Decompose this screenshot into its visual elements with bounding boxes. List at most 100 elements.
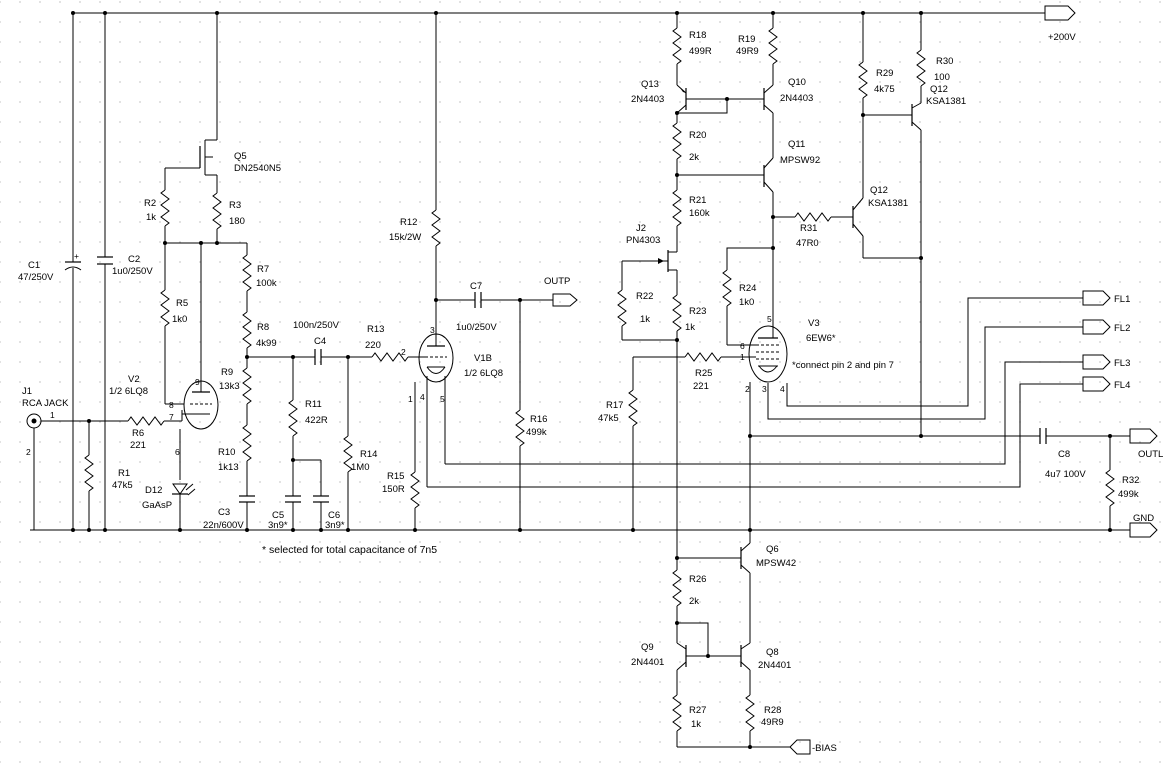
svg-text:C2: C2 (128, 254, 140, 265)
r3-resistor: R3 180 (212, 192, 245, 243)
r15-resistor: R15 150R (382, 471, 420, 530)
svg-text:499k: 499k (526, 427, 547, 438)
r28-resistor: R28 49R9 (745, 694, 784, 747)
r14-resistor: R14 1M0 (343, 357, 377, 530)
svg-text:4k75: 4k75 (874, 84, 895, 95)
svg-text:4u7 100V: 4u7 100V (1045, 469, 1086, 480)
svg-text:180: 180 (229, 216, 245, 227)
port-bias[interactable]: -BIAS (789, 739, 837, 755)
svg-text:Q5: Q5 (234, 151, 247, 162)
r7-r10-chain: R7 100k R8 4k99 R9 13k3 R10 1k13 (218, 243, 277, 496)
svg-text:R24: R24 (739, 283, 756, 294)
svg-text:49R9: 49R9 (761, 717, 784, 728)
svg-text:1/2 6LQ8: 1/2 6LQ8 (464, 368, 503, 379)
r17-resistor: R17 47k5 (598, 356, 685, 530)
port-plus200-label: +200V (1048, 32, 1076, 43)
r23-resistor: R23 1k (672, 294, 706, 543)
svg-text:47/250V: 47/250V (18, 272, 54, 283)
filament-wires (427, 297, 1083, 488)
svg-text:4: 4 (420, 392, 425, 402)
r13-resistor: R13 220 (365, 324, 419, 362)
svg-text:R3: R3 (229, 200, 241, 211)
svg-text:1k13: 1k13 (218, 462, 239, 473)
svg-text:6: 6 (740, 341, 745, 351)
svg-text:2N4403: 2N4403 (631, 94, 664, 105)
svg-text:422R: 422R (305, 415, 328, 426)
svg-text:221: 221 (130, 440, 146, 451)
svg-text:R11: R11 (305, 399, 322, 410)
svg-text:499k: 499k (1118, 489, 1139, 500)
r6-resistor: R6 221 (127, 410, 183, 451)
port-fl4[interactable]: FL4 (1082, 376, 1130, 392)
svg-text:*connect pin 2 and pin 7: *connect pin 2 and pin 7 (792, 360, 894, 371)
svg-text:C7: C7 (470, 281, 482, 292)
svg-text:2k: 2k (689, 152, 699, 163)
svg-text:47R0: 47R0 (796, 238, 819, 249)
port-outl[interactable]: OUTL (1129, 428, 1163, 460)
svg-text:J2: J2 (636, 223, 646, 234)
port-fl1[interactable]: FL1 (1082, 290, 1130, 306)
r20-resistor: R20 2k (672, 122, 706, 175)
port-outp[interactable]: OUTP (520, 276, 578, 307)
svg-text:6: 6 (175, 447, 180, 457)
svg-text:C8: C8 (1058, 449, 1070, 460)
svg-text:R15: R15 (387, 471, 404, 482)
svg-text:R28: R28 (764, 705, 781, 716)
c4-capacitor: C4 100n/250V (293, 320, 372, 365)
mirror-diode-wire (677, 99, 728, 114)
port-fl3[interactable]: FL3 (1082, 354, 1130, 370)
svg-text:150R: 150R (382, 484, 405, 495)
svg-text:R8: R8 (257, 322, 269, 333)
svg-text:1k: 1k (685, 322, 695, 333)
svg-text:R20: R20 (689, 130, 706, 141)
svg-text:22n/600V: 22n/600V (203, 520, 244, 531)
svg-text:499R: 499R (689, 46, 712, 57)
j2-jfet: J2 PN4303 (622, 223, 678, 295)
port-gnd-label: GND (1133, 513, 1154, 524)
svg-text:R9: R9 (221, 367, 233, 378)
port-bias-label: -BIAS (812, 743, 837, 754)
svg-text:8: 8 (169, 400, 174, 410)
r21-resistor: R21 160k (672, 175, 710, 248)
svg-text:1u0/250V: 1u0/250V (456, 322, 497, 333)
svg-text:V3: V3 (808, 318, 820, 329)
svg-text:R29: R29 (876, 68, 893, 79)
svg-text:KSA1381: KSA1381 (868, 198, 908, 209)
svg-text:15k/2W: 15k/2W (389, 232, 421, 243)
port-fl3-label: FL3 (1114, 358, 1130, 369)
svg-text:R5: R5 (176, 298, 188, 309)
svg-text:47k5: 47k5 (112, 480, 133, 491)
svg-text:R25: R25 (695, 368, 712, 379)
sink-diode-wire (677, 622, 709, 656)
svg-text:13k3: 13k3 (219, 381, 240, 392)
svg-text:2: 2 (26, 447, 31, 457)
port-fl2[interactable]: FL2 (1082, 319, 1130, 335)
port-plus200[interactable]: +200V (1044, 5, 1076, 43)
r19-resistor: R19 49R9 (736, 13, 778, 85)
port-outl-label: OUTL (1138, 449, 1163, 460)
svg-text:2: 2 (745, 384, 750, 394)
v1b-triode: 3 2 1 4 5 V1B 1/2 6LQ8 (401, 325, 503, 487)
r1-resistor: R1 47k5 (84, 421, 133, 530)
svg-text:MPSW92: MPSW92 (780, 155, 820, 166)
svg-text:R30: R30 (936, 56, 953, 67)
svg-text:1: 1 (50, 410, 55, 420)
q6-npn: Q6 MPSW42 (676, 530, 796, 643)
c3-capacitor: C3 22n/600V (203, 495, 255, 531)
port-fl4-label: FL4 (1114, 380, 1130, 391)
r12-resistor: R12 15k/2W (389, 13, 441, 335)
r30-resistor: R30 100 (916, 13, 953, 103)
port-gnd[interactable]: GND (1129, 513, 1158, 538)
svg-text:RCA JACK: RCA JACK (22, 398, 69, 409)
r29-resistor: R29 4k75 (858, 13, 895, 115)
svg-text:221: 221 (693, 381, 709, 392)
svg-text:R1: R1 (118, 468, 130, 479)
svg-text:GaAsP: GaAsP (142, 500, 172, 511)
r16-resistor: R16 499k (515, 300, 547, 530)
svg-text:+: + (74, 251, 79, 261)
r27-resistor: R27 1k (672, 694, 706, 747)
r22-resistor: R22 1k (617, 261, 677, 341)
svg-text:1k0: 1k0 (172, 314, 187, 325)
